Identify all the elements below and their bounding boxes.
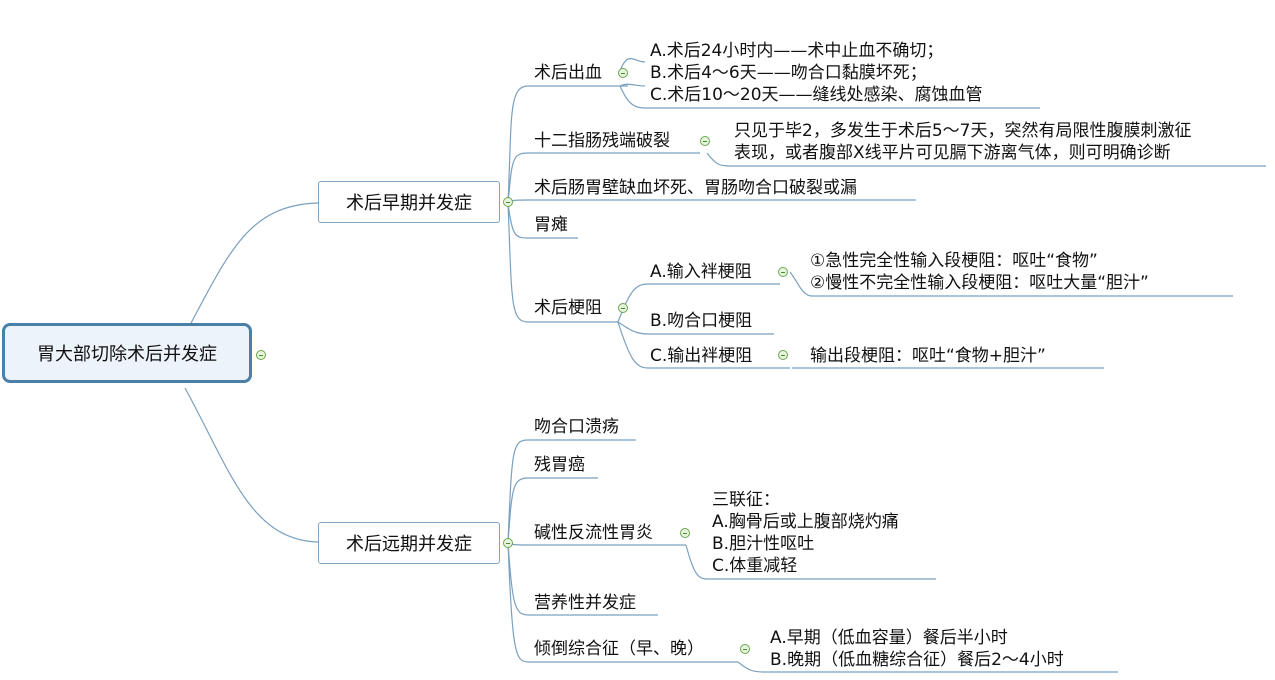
dumping-label: 倾倒综合征（早、晚） (534, 639, 704, 659)
link-late-stump (507, 477, 598, 543)
paralysis-label: 胃瘫 (534, 215, 568, 235)
ischemia-topic[interactable]: 术后肠胃壁缺血坏死、胃肠吻合口破裂或漏 (534, 177, 857, 199)
stump-cancer-label: 残胃癌 (534, 455, 585, 475)
nutrition-label: 营养性并发症 (534, 593, 636, 613)
efferent-detail-text: 输出段梗阻：呕吐“食物+胆汁” (810, 346, 1046, 366)
duodenal-item: 表现，或者腹部X线平片可见膈下游离气体，则可明确诊断 (734, 143, 1171, 163)
duodenal-label: 十二指肠残端破裂 (534, 131, 670, 151)
link-obstruction-efferent (617, 321, 790, 369)
efferent-topic[interactable]: C.输出袢梗阻 (650, 345, 752, 367)
stump-cancer-topic[interactable]: 残胃癌 (534, 454, 585, 476)
anastomotic-topic[interactable]: B.吻合口梗阻 (650, 310, 752, 332)
link-late-ulcer (507, 439, 636, 543)
ulcer-topic[interactable]: 吻合口溃疡 (534, 416, 619, 438)
root-collapse-icon[interactable] (256, 350, 266, 360)
link-obstruction-anastomotic (617, 321, 774, 335)
dumping-item: A.早期（低血容量）餐后半小时 (770, 628, 1008, 648)
anastomotic-label: B.吻合口梗阻 (650, 311, 753, 331)
link-root-early (189, 202, 319, 326)
reflux-item: C.体重减轻 (712, 556, 798, 576)
link-duodenal-items (706, 152, 1266, 167)
duodenal-collapse-icon[interactable] (700, 136, 710, 146)
link-early-obstruction (507, 202, 618, 323)
root-topic[interactable]: 胃大部切除术后并发症 (2, 323, 252, 383)
bleeding-topic[interactable]: 术后出血 (534, 62, 602, 84)
ischemia-label: 术后肠胃壁缺血坏死、胃肠吻合口破裂或漏 (534, 178, 857, 198)
link-afferent-items (789, 271, 1233, 297)
link-early-duodenal (507, 152, 700, 204)
bleeding-item: B.术后4～6天——吻合口黏膜坏死； (650, 63, 927, 83)
afferent-item: ①急性完全性输入段梗阻：呕吐“食物” (810, 251, 1098, 271)
root-topic-label: 胃大部切除术后并发症 (37, 344, 217, 365)
early-collapse-icon[interactable] (503, 197, 513, 207)
bleeding-label: 术后出血 (534, 63, 602, 83)
afferent-collapse-icon[interactable] (778, 267, 788, 277)
dumping-item: B.晚期（低血糖综合征）餐后2～4小时 (770, 650, 1064, 670)
afferent-details: ①急性完全性输入段梗阻：呕吐“食物” ②慢性不完全性输入段梗阻：呕吐大量“胆汁” (810, 250, 1149, 294)
reflux-details: 三联征： A.胸骨后或上腹部烧灼痛 B.胆汁性呕吐 C.体重减轻 (712, 489, 899, 577)
bleeding-item: A.术后24小时内——术中止血不确切； (650, 41, 944, 61)
late-collapse-icon[interactable] (503, 538, 513, 548)
link-early-ischemia (507, 199, 916, 204)
reflux-item: B.胆汁性呕吐 (712, 534, 815, 554)
reflux-topic[interactable]: 碱性反流性胃炎 (534, 522, 653, 544)
late-complications-label: 术后远期并发症 (346, 534, 472, 555)
ulcer-label: 吻合口溃疡 (534, 417, 619, 437)
link-early-bleeding (507, 85, 628, 204)
nutrition-topic[interactable]: 营养性并发症 (534, 592, 636, 614)
bleeding-item: C.术后10～20天——缝线处感染、腐蚀血管 (650, 85, 983, 105)
duodenal-details: 只见于毕2，多发生于术后5～7天，突然有局限性腹膜刺激征 表现，或者腹部X线平片… (734, 120, 1191, 164)
reflux-collapse-icon[interactable] (680, 528, 690, 538)
bleeding-details: A.术后24小时内——术中止血不确切； B.术后4～6天——吻合口黏膜坏死； C… (650, 40, 983, 106)
link-dumping-items (737, 661, 1118, 673)
paralysis-topic[interactable]: 胃瘫 (534, 214, 568, 236)
afferent-topic[interactable]: A.输入袢梗阻 (650, 261, 752, 283)
link-late-dumping (507, 541, 738, 663)
early-complications-topic[interactable]: 术后早期并发症 (318, 181, 500, 223)
obstruction-label: 术后梗阻 (534, 298, 602, 318)
efferent-collapse-icon[interactable] (778, 350, 788, 360)
reflux-item: A.胸骨后或上腹部烧灼痛 (712, 512, 899, 532)
efferent-detail: 输出段梗阻：呕吐“食物+胆汁” (810, 345, 1046, 367)
early-complications-label: 术后早期并发症 (346, 193, 472, 214)
bleeding-collapse-icon[interactable] (618, 68, 628, 78)
obstruction-collapse-icon[interactable] (618, 303, 628, 313)
dumping-details: A.早期（低血容量）餐后半小时 B.晚期（低血糖综合征）餐后2～4小时 (770, 627, 1064, 671)
efferent-label: C.输出袢梗阻 (650, 346, 753, 366)
afferent-label: A.输入袢梗阻 (650, 262, 752, 282)
duodenal-item: 只见于毕2，多发生于术后5～7天，突然有局限性腹膜刺激征 (734, 121, 1192, 141)
reflux-item: 三联征： (712, 490, 780, 510)
afferent-item: ②慢性不完全性输入段梗阻：呕吐大量“胆汁” (810, 273, 1149, 293)
dumping-collapse-icon[interactable] (740, 644, 750, 654)
obstruction-topic[interactable]: 术后梗阻 (534, 297, 602, 319)
late-complications-topic[interactable]: 术后远期并发症 (318, 522, 500, 564)
link-root-late (184, 387, 319, 543)
link-early-paralysis (507, 202, 578, 239)
dumping-topic[interactable]: 倾倒综合征（早、晚） (534, 638, 704, 660)
duodenal-topic[interactable]: 十二指肠残端破裂 (534, 130, 670, 152)
link-reflux-items (685, 544, 936, 580)
link-bleeding-items (619, 58, 1040, 109)
reflux-label: 碱性反流性胃炎 (534, 523, 653, 543)
